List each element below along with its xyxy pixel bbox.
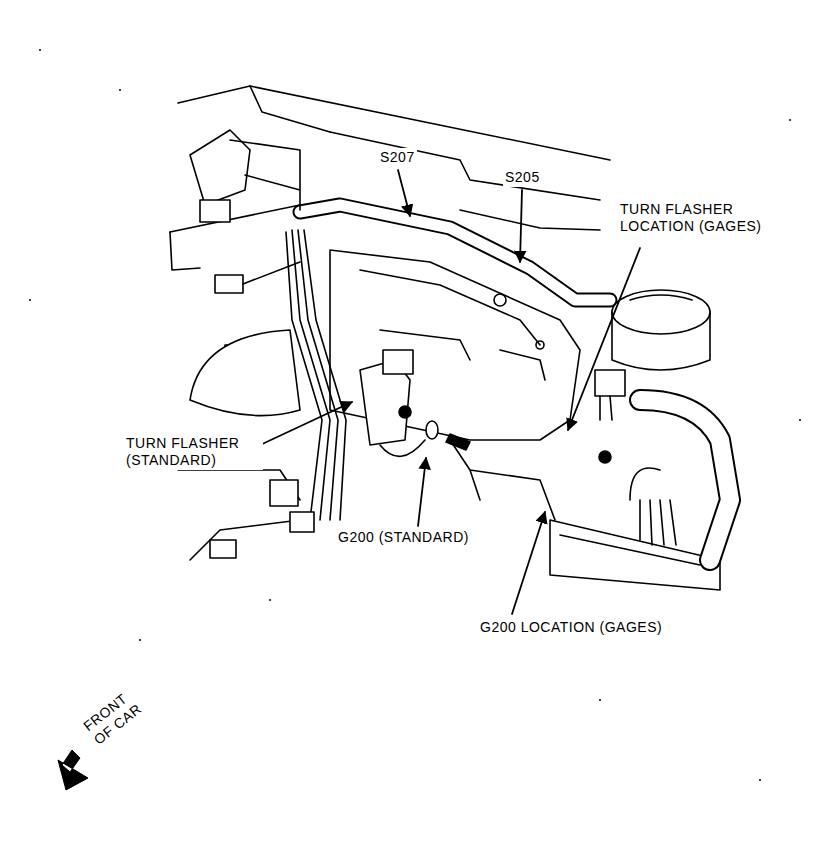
- dash-outline: [460, 210, 600, 230]
- connector: [270, 480, 298, 506]
- dash-outline: [330, 132, 600, 200]
- turn-flasher: [383, 350, 413, 374]
- wire: [230, 140, 300, 210]
- callout-label: TURN FLASHER (STANDARD): [124, 434, 263, 470]
- connector: [200, 200, 230, 222]
- direction-label: FRONT OF CAR: [78, 676, 158, 750]
- wire-bundle: [286, 230, 346, 520]
- plate-hole: [494, 294, 506, 306]
- bolt: [599, 451, 611, 463]
- lower-box: [550, 520, 720, 590]
- plate-hole: [536, 341, 544, 349]
- ground-wire: [380, 440, 425, 456]
- callout-label: G200 (STANDARD): [336, 528, 471, 547]
- plate-edge: [360, 270, 540, 345]
- plate-cutout: [380, 330, 545, 380]
- direction-arrow: [58, 750, 88, 790]
- connector: [215, 275, 243, 293]
- callout-label: S207: [378, 148, 417, 167]
- dash-outline: [190, 520, 300, 560]
- panel: [190, 330, 300, 416]
- wire: [630, 468, 676, 545]
- callout-label: G200 LOCATION (GAGES): [478, 618, 664, 637]
- ground-bolt: [446, 434, 470, 450]
- dash-outline: [170, 232, 200, 270]
- speckle: [29, 49, 801, 781]
- callout-label: TURN FLASHER LOCATION (GAGES): [618, 200, 787, 236]
- dash-outline: [170, 205, 300, 232]
- bolt: [399, 406, 411, 418]
- connector: [290, 512, 314, 532]
- connector: [210, 540, 236, 558]
- turn-flasher: [595, 370, 625, 396]
- callout-label: S205: [503, 168, 542, 187]
- main-harness: [300, 205, 610, 300]
- support-bracket: [450, 440, 555, 520]
- dash-outline: [250, 86, 330, 132]
- motor-top: [630, 295, 692, 300]
- leader-line: [258, 170, 640, 614]
- motor-top: [612, 290, 710, 334]
- right-harness: [640, 400, 730, 560]
- lower-box-edge: [560, 535, 700, 565]
- wire: [243, 262, 300, 284]
- wire: [600, 396, 612, 420]
- ground-eyelet: [426, 421, 438, 439]
